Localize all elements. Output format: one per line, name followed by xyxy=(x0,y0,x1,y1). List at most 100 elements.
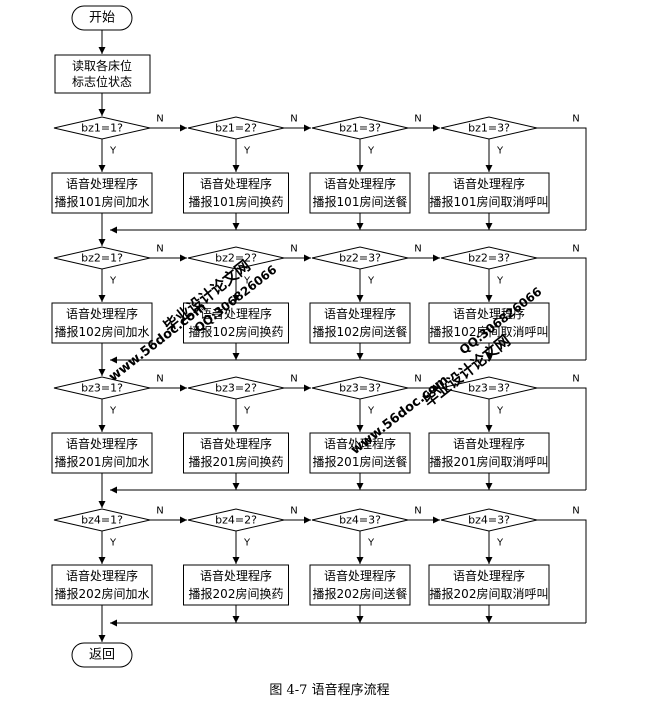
decision-diamond xyxy=(440,246,538,270)
decision-diamond xyxy=(311,116,409,140)
yes-label: Y xyxy=(109,406,117,417)
decision-node: bz4=1? xyxy=(53,508,151,532)
read-status-box xyxy=(54,54,151,94)
edge-no-bypass xyxy=(537,257,587,360)
no-label: N xyxy=(414,374,421,385)
decision-node: bz3=2? xyxy=(187,376,285,400)
decision-label: bz4=3? xyxy=(468,514,510,527)
watermarks: 毕业设计论文网www.56doc.comQQ:306826066www.56do… xyxy=(106,257,544,458)
no-label: N xyxy=(290,374,297,385)
action-label-line-2: 播报102房间送餐 xyxy=(313,324,408,339)
action-label-line-1: 语音处理程序 xyxy=(66,176,138,191)
decision-node: bz2=2? xyxy=(187,246,285,270)
yes-label: Y xyxy=(496,406,504,417)
yes-label: Y xyxy=(243,538,251,549)
yes-label: Y xyxy=(109,538,117,549)
action-label-line-2: 播报202房间取消呼叫 xyxy=(430,586,549,601)
action-label-line-2: 播报201房间送餐 xyxy=(313,454,408,469)
read-status-line-2: 标志位状态 xyxy=(72,74,132,89)
action-box xyxy=(51,302,153,344)
action-box xyxy=(309,564,411,606)
action-label-line-1: 语音处理程序 xyxy=(66,436,138,451)
decision-diamond xyxy=(311,376,409,400)
action-label-line-2: 播报102房间换药 xyxy=(189,324,284,339)
end-node: 返回 xyxy=(71,642,133,668)
action-label-line-2: 播报201房间换药 xyxy=(189,454,284,469)
yes-label: Y xyxy=(367,538,375,549)
decision-label: bz3=3? xyxy=(468,382,510,395)
action-label-line-2: 播报201房间加水 xyxy=(55,454,150,469)
yes-label: Y xyxy=(367,406,375,417)
action-label-line-2: 播报202房间送餐 xyxy=(313,586,408,601)
action-label-line-2: 播报101房间换药 xyxy=(189,194,284,209)
end-terminator xyxy=(71,642,133,668)
decision-diamond xyxy=(440,508,538,532)
decision-node: bz4=2? xyxy=(187,508,285,532)
decision-node: bz2=3? xyxy=(311,246,409,270)
action-label-line-1: 语音处理程序 xyxy=(324,436,396,451)
action-label-line-2: 播报101房间送餐 xyxy=(313,194,408,209)
decision-diamond xyxy=(187,376,285,400)
action-label-line-2: 播报101房间取消呼叫 xyxy=(430,194,549,209)
action-label-line-2: 播报101房间加水 xyxy=(55,194,150,209)
no-label: N xyxy=(414,244,421,255)
action-box xyxy=(183,564,289,606)
decision-diamond xyxy=(53,508,151,532)
decision-node: bz4=3? xyxy=(440,508,538,532)
no-label: N xyxy=(572,506,579,517)
action-label-line-1: 语音处理程序 xyxy=(324,176,396,191)
decision-node: bz1=1? xyxy=(53,116,151,140)
decision-node: bz3=3? xyxy=(440,376,538,400)
no-label: N xyxy=(290,244,297,255)
yes-label: Y xyxy=(496,538,504,549)
decision-label: bz4=2? xyxy=(215,514,257,527)
decision-label: bz2=3? xyxy=(468,252,510,265)
decision-label: bz4=3? xyxy=(339,514,381,527)
action-label-line-1: 语音处理程序 xyxy=(453,568,525,583)
decision-node: bz2=1? xyxy=(53,246,151,270)
action-label-line-2: 播报102房间加水 xyxy=(55,324,150,339)
decision-node: bz4=3? xyxy=(311,508,409,532)
decision-diamond xyxy=(440,376,538,400)
decision-diamond xyxy=(311,508,409,532)
action-box xyxy=(51,172,153,214)
yes-label: Y xyxy=(367,146,375,157)
decision-node: bz3=1? xyxy=(53,376,151,400)
end-label: 返回 xyxy=(89,648,115,663)
decision-node: bz2=3? xyxy=(440,246,538,270)
read-status-line-1: 读取各床位 xyxy=(72,58,132,73)
action-label-line-1: 语音处理程序 xyxy=(453,176,525,191)
nodes: 开始读取各床位标志位状态bz1=1?语音处理程序播报101房间加水bz1=2?语… xyxy=(51,5,550,668)
decision-diamond xyxy=(311,246,409,270)
action-label-line-1: 语音处理程序 xyxy=(200,568,272,583)
decision-diamond xyxy=(187,508,285,532)
action-box xyxy=(183,172,289,214)
action-label-line-2: 播报201房间取消呼叫 xyxy=(430,454,549,469)
action-label-line-1: 语音处理程序 xyxy=(200,176,272,191)
decision-diamond xyxy=(53,116,151,140)
action-box xyxy=(428,172,550,214)
decision-diamond xyxy=(187,116,285,140)
edge-no-bypass xyxy=(537,127,587,230)
action-label-line-1: 语音处理程序 xyxy=(453,436,525,451)
action-box xyxy=(428,302,550,344)
action-label-line-1: 语音处理程序 xyxy=(200,436,272,451)
action-box xyxy=(51,432,153,474)
decision-label: bz3=2? xyxy=(215,382,257,395)
action-label-line-1: 语音处理程序 xyxy=(453,306,525,321)
yes-label: Y xyxy=(496,276,504,287)
action-box xyxy=(309,172,411,214)
decision-label: bz2=1? xyxy=(81,252,123,265)
